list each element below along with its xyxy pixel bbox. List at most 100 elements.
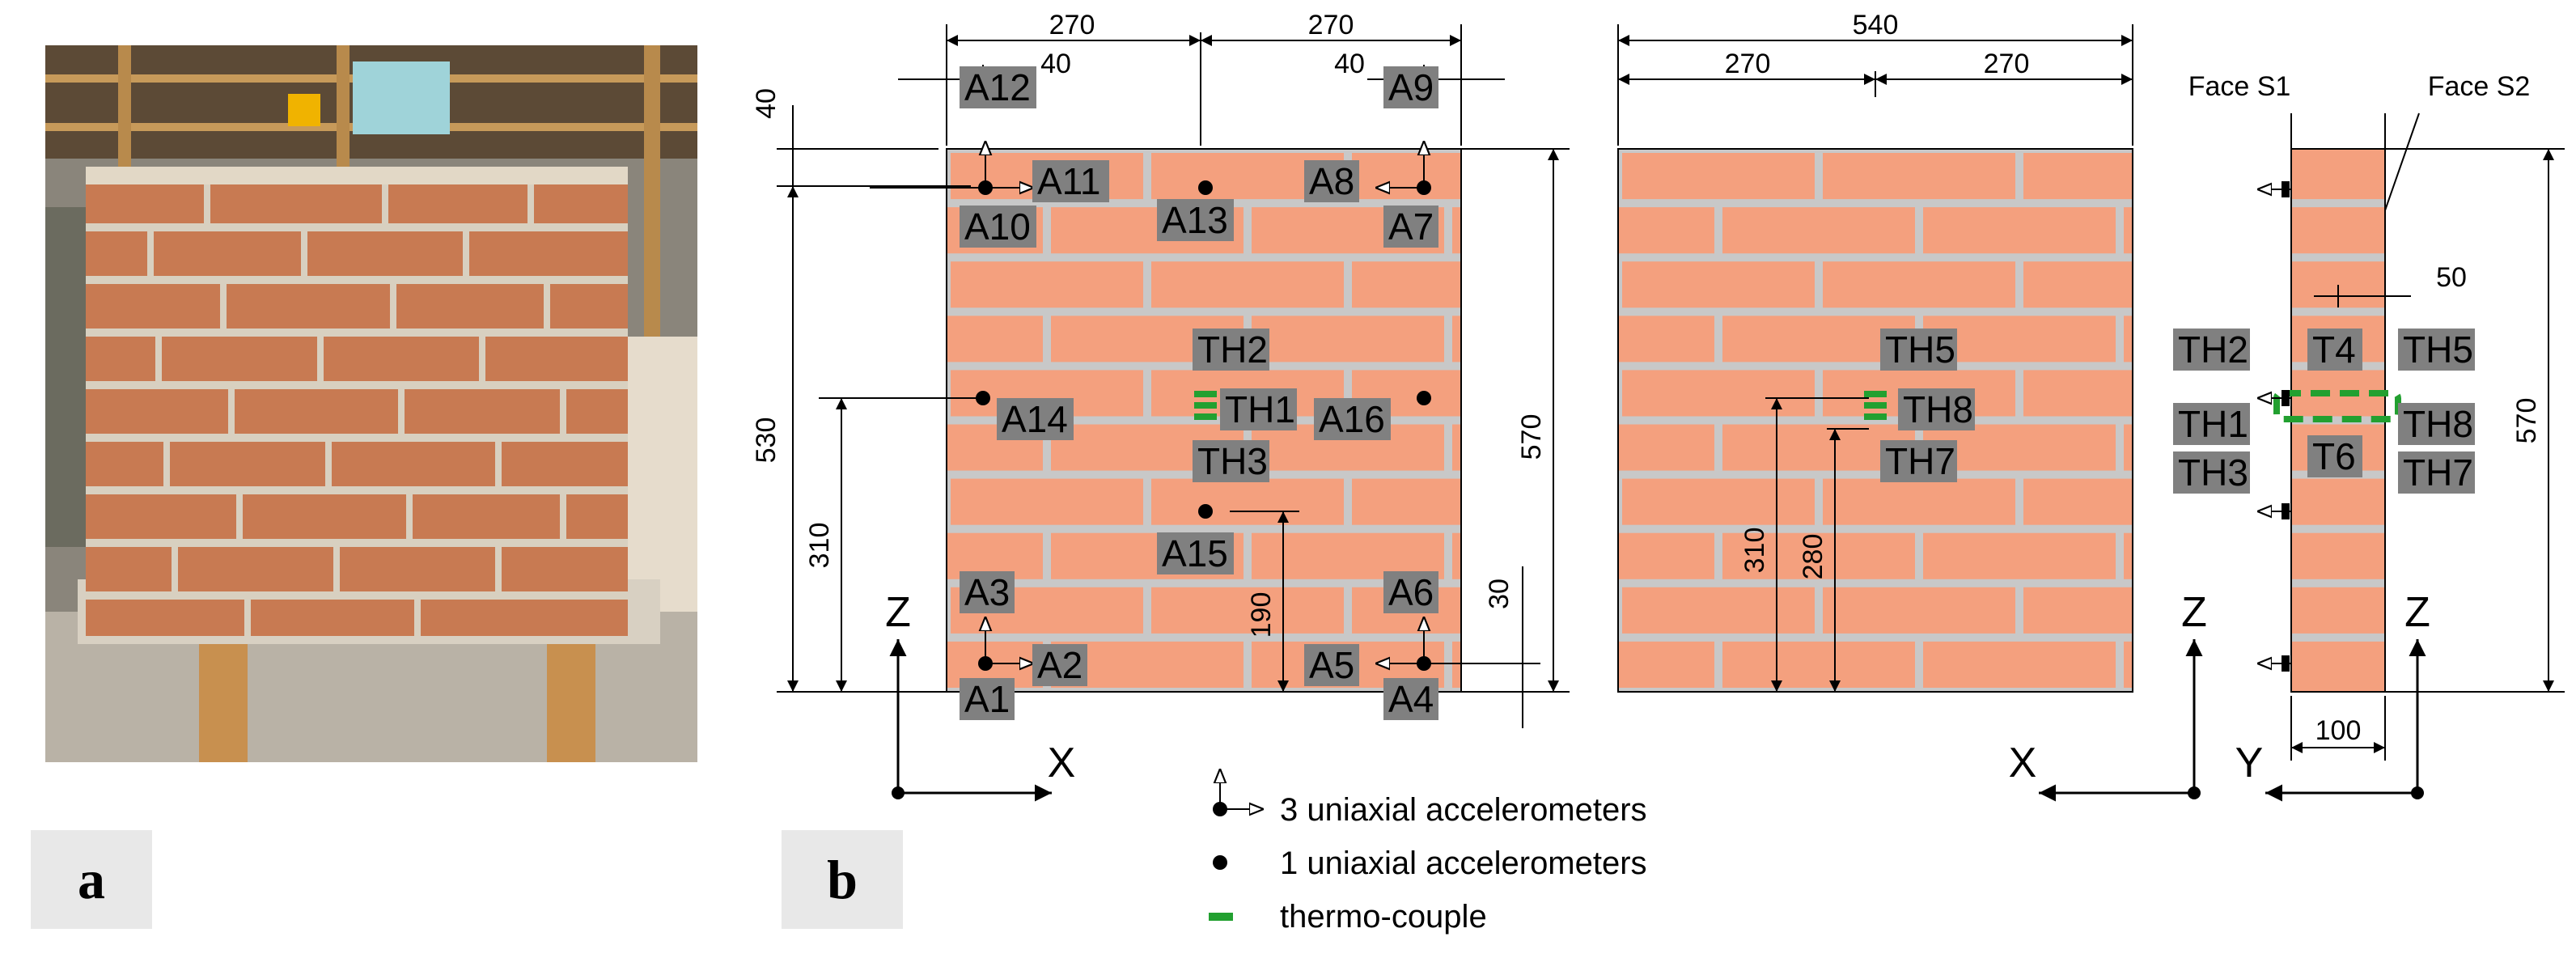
sensor-label-side_th1: TH1 xyxy=(2178,403,2248,445)
side-mortar-joint xyxy=(2291,307,2385,316)
sensor-label-a13: A13 xyxy=(1162,199,1228,241)
dim-front-height-left: 530 xyxy=(751,418,782,464)
sensor-label-a15: A15 xyxy=(1162,532,1228,574)
dim-front-offset-right: 40 xyxy=(1334,49,1365,79)
brick xyxy=(1923,207,2116,254)
sensor-label-bg xyxy=(1383,678,1438,720)
dim-side-offset: 50 xyxy=(2436,262,2467,293)
brick xyxy=(951,478,1143,525)
sensor-label-bg xyxy=(1157,532,1234,574)
dim-front-height-inner: 310 xyxy=(804,523,835,569)
brick xyxy=(1622,261,1815,308)
brick xyxy=(2124,316,2133,362)
sensor-label-a9: A9 xyxy=(1388,66,1434,108)
sensor-label-th2: TH2 xyxy=(1197,329,1268,371)
dim-front-a15-height: 190 xyxy=(1246,592,1277,638)
sensor-label-side_t4: T4 xyxy=(2312,329,2356,371)
sensor-label-bg xyxy=(960,206,1036,248)
dim-front-top-right: 270 xyxy=(1308,10,1354,40)
dim-front-bottom-margin: 30 xyxy=(1484,579,1515,609)
sensor-label-a12: A12 xyxy=(964,66,1031,108)
sensor-label-th3: TH3 xyxy=(1197,440,1268,482)
side-mortar-joint xyxy=(2291,416,2385,425)
brick xyxy=(1618,641,1714,688)
brick xyxy=(1452,532,1461,579)
dim-side-width: 100 xyxy=(2315,715,2362,746)
axis-label-z-side: Z xyxy=(2404,589,2430,636)
dim-side-height: 570 xyxy=(2511,398,2542,444)
brick xyxy=(1252,316,1444,362)
side-face-s1: Face S1 xyxy=(2188,71,2291,102)
sensor-label-bg xyxy=(1220,388,1297,430)
brick xyxy=(1618,316,1714,362)
axis-label-x-front: X xyxy=(1048,740,1076,786)
sensor-label-bg xyxy=(1304,644,1359,686)
sensor-label-th5: TH5 xyxy=(1885,329,1955,371)
brick xyxy=(1618,424,1714,471)
side-mortar-joint xyxy=(2291,633,2385,642)
brick xyxy=(1618,207,1714,254)
dim-back-half-left: 270 xyxy=(1725,49,1771,79)
sensor-label-side_th3: TH3 xyxy=(2178,451,2248,494)
sensor-label-a6: A6 xyxy=(1388,571,1434,613)
sensor-label-bg xyxy=(2173,451,2250,494)
sensor-label-bg xyxy=(1383,206,1438,248)
sensor-label-a16: A16 xyxy=(1319,398,1385,440)
brick xyxy=(2023,370,2133,417)
legend-uni-label: 1 uniaxial accelerometers xyxy=(1280,846,1647,881)
sensor-label-bg xyxy=(2398,403,2475,445)
side-wall xyxy=(2290,148,2386,693)
sensor-label-bg xyxy=(1880,329,1957,371)
brick xyxy=(2124,207,2133,254)
brick xyxy=(1352,261,1461,308)
sensor-label-side_th7: TH7 xyxy=(2403,451,2473,494)
sensor-label-bg xyxy=(1383,66,1438,108)
axis-label-y-side: Y xyxy=(2235,740,2264,786)
brick xyxy=(2023,478,2133,525)
brick xyxy=(2124,641,2133,688)
brick xyxy=(1452,641,1461,688)
panel-label-a: a xyxy=(31,830,152,929)
dim-back-th-height2: 280 xyxy=(1798,534,1828,580)
sensor-label-bg xyxy=(960,66,1036,108)
brick xyxy=(951,261,1143,308)
sensor-label-a10: A10 xyxy=(964,206,1031,248)
brick xyxy=(1452,424,1461,471)
sensor-label-bg xyxy=(960,678,1015,720)
axis-label-x-back: X xyxy=(2009,740,2037,786)
sensor-label-bg xyxy=(1032,644,1087,686)
brick xyxy=(1823,153,2015,200)
dim-front-top-margin: 40 xyxy=(751,88,782,119)
sensor-label-bg xyxy=(1304,160,1359,202)
back-wall xyxy=(1617,148,2133,693)
brick xyxy=(2023,153,2133,200)
brick xyxy=(1722,532,1915,579)
sensor-label-bg xyxy=(2173,329,2250,371)
sensor-label-bg xyxy=(2173,403,2250,445)
legend-tri-label: 3 uniaxial accelerometers xyxy=(1280,792,1647,828)
sensor-label-bg xyxy=(2398,329,2475,371)
sensor-label-th8: TH8 xyxy=(1903,388,1973,430)
brick xyxy=(1151,587,1344,634)
masonry-specimen-photo xyxy=(45,45,697,762)
brick xyxy=(1622,370,1815,417)
sensor-label-a4: A4 xyxy=(1388,678,1434,720)
dim-back-half-right: 270 xyxy=(1984,49,2030,79)
dim-back-th-height: 310 xyxy=(1739,528,1770,574)
dim-front-top-left: 270 xyxy=(1049,10,1095,40)
brick xyxy=(1923,641,2116,688)
brick xyxy=(1352,478,1461,525)
sensor-label-bg xyxy=(2307,329,2362,371)
side-mortar-joint xyxy=(2291,579,2385,587)
brick xyxy=(2124,424,2133,471)
side-face-s2: Face S2 xyxy=(2428,71,2531,102)
sensor-label-a11: A11 xyxy=(1037,160,1100,202)
sensor-label-bg xyxy=(1880,440,1957,482)
sensor-label-bg xyxy=(997,398,1074,440)
sensor-label-side_t6: T6 xyxy=(2312,435,2356,477)
dim-front-height-right: 570 xyxy=(1516,414,1547,460)
brick xyxy=(2023,587,2133,634)
sensor-label-a8: A8 xyxy=(1309,160,1354,202)
brick xyxy=(1352,153,1461,200)
